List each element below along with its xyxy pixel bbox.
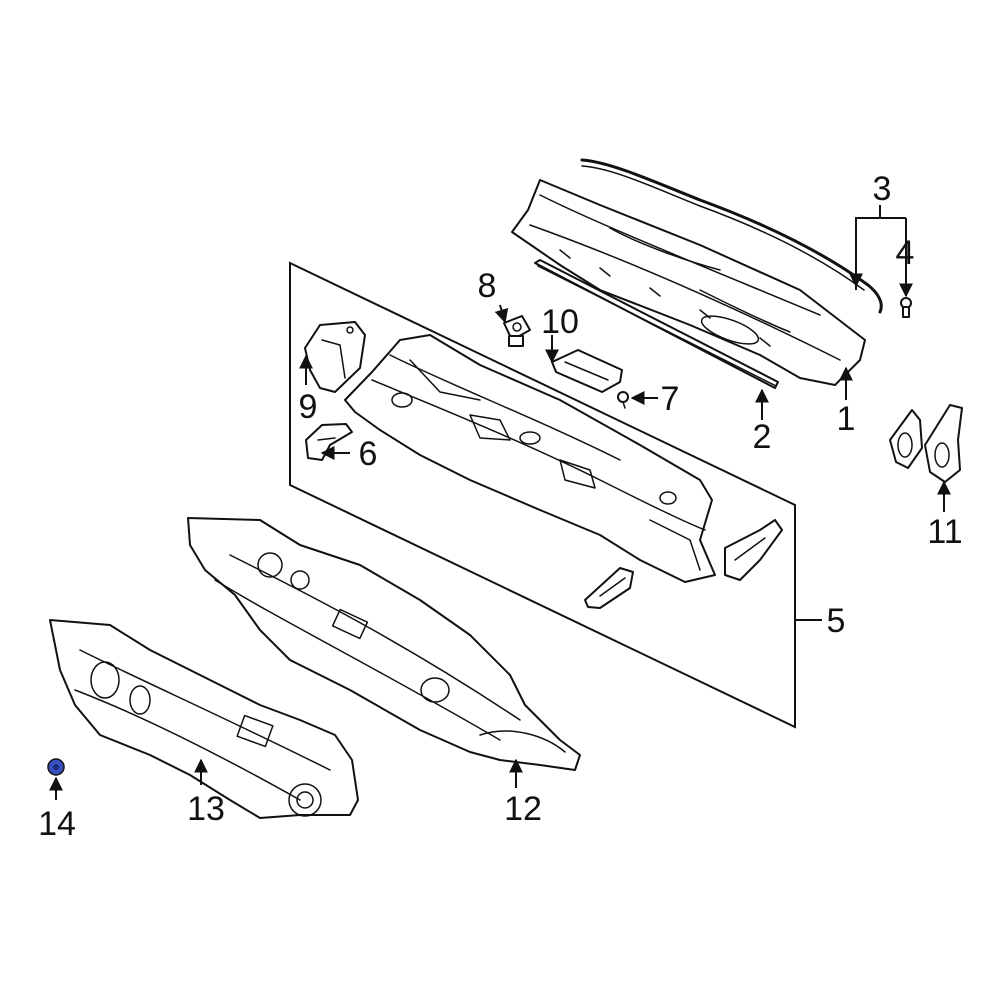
callout-8: 8	[478, 267, 497, 305]
lower-bracket-right[interactable]	[724, 519, 783, 581]
bracket-part-6[interactable]	[305, 423, 353, 461]
callout-3: 3	[873, 170, 892, 208]
dash-silencer-part-13[interactable]	[49, 619, 359, 819]
callout-1: 1	[837, 400, 856, 438]
callout-5: 5	[827, 602, 846, 640]
bracket-part-9[interactable]	[304, 321, 366, 393]
callout-11: 11	[927, 513, 962, 551]
screw-part-7[interactable]	[617, 391, 629, 409]
callout-13: 13	[187, 790, 225, 828]
side-bracket-part-11[interactable]	[889, 404, 963, 483]
weatherstrip-part[interactable]	[580, 158, 883, 314]
cover-part-10[interactable]	[551, 349, 623, 393]
callout-9: 9	[299, 388, 318, 426]
callout-4: 4	[896, 234, 915, 272]
cowl-panel-part[interactable]	[344, 334, 716, 583]
clip-part-14[interactable]	[47, 758, 65, 776]
clip-part-4[interactable]	[900, 297, 912, 318]
callout-14: 14	[38, 805, 76, 843]
dash-insulator-part-12[interactable]	[187, 517, 581, 771]
cowl-top-panel-part[interactable]	[511, 179, 866, 386]
leader-8	[494, 304, 509, 324]
assembly-group-box	[289, 261, 796, 729]
callout-2: 2	[753, 418, 772, 456]
callout-7: 7	[661, 380, 680, 418]
callout-6: 6	[359, 435, 378, 473]
nut-part-8[interactable]	[503, 315, 531, 347]
callout-12: 12	[504, 790, 542, 828]
lower-bracket-left[interactable]	[584, 567, 634, 609]
cowl-seal-part[interactable]	[534, 259, 779, 389]
callout-10: 10	[541, 303, 579, 341]
